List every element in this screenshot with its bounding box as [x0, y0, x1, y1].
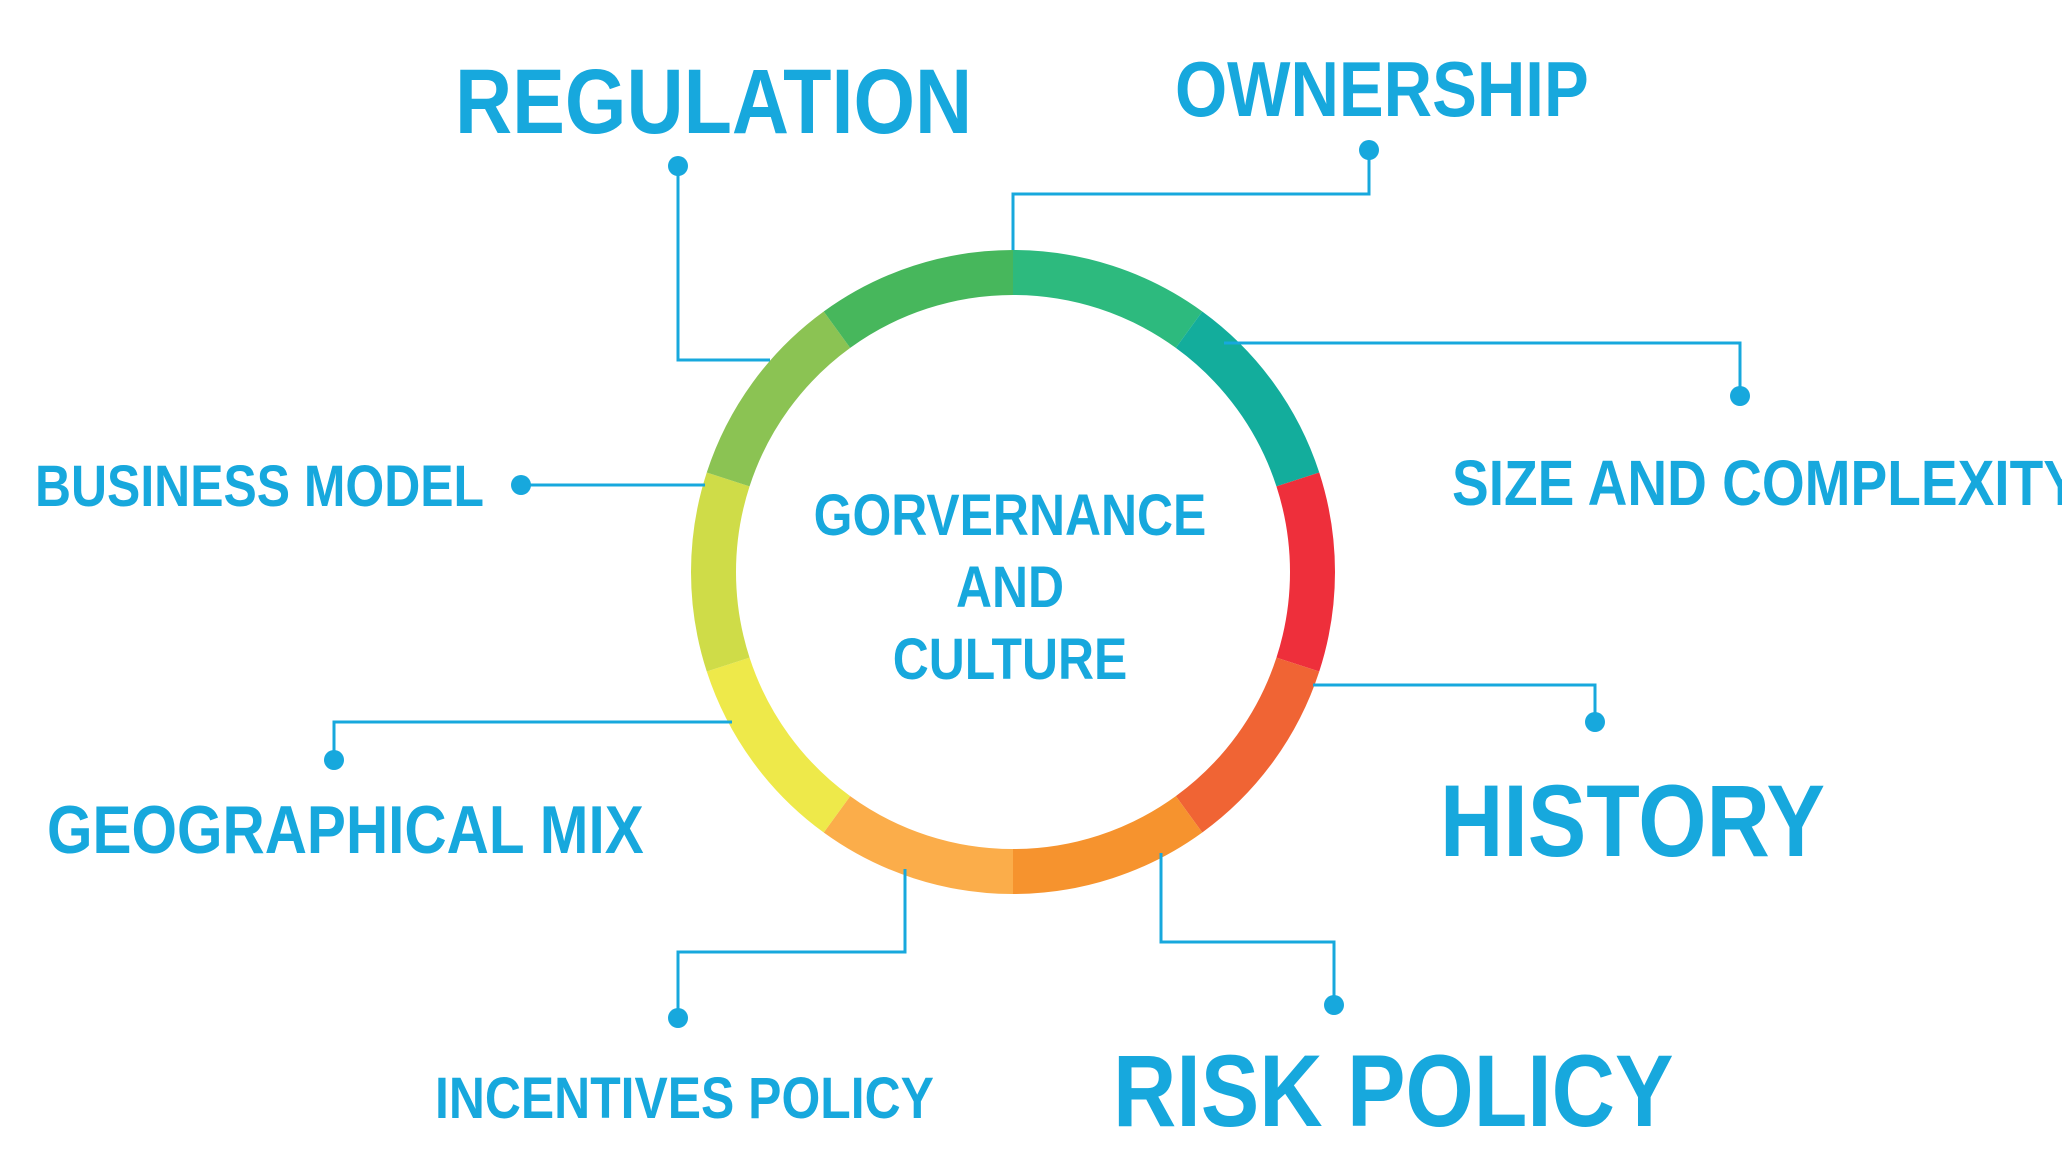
dot-risk-policy	[1324, 995, 1344, 1015]
ring-segment-5	[1013, 796, 1203, 894]
dot-size-and-complexity	[1730, 386, 1750, 406]
connector-geographical-mix	[332, 720, 732, 760]
ring-segment-4	[1175, 657, 1320, 833]
label-regulation: REGULATION	[455, 51, 973, 153]
dot-geographical-mix	[324, 750, 344, 770]
dot-incentives-policy	[668, 1008, 688, 1028]
dot-business-model	[511, 475, 531, 495]
ring-segment-10	[823, 250, 1013, 348]
label-geographical-mix: GEOGRAPHICAL MIX	[47, 792, 644, 868]
center-line-3: CULTURE	[892, 627, 1128, 692]
label-business-model: BUSINESS MODEL	[35, 454, 484, 519]
ring-segment-7	[706, 657, 851, 833]
label-size-and-complexity: SIZE AND COMPLEXITY	[1452, 447, 2062, 519]
label-ownership: OWNERSHIP	[1175, 45, 1589, 133]
label-history: HISTORY	[1440, 764, 1826, 878]
connector-history	[1313, 683, 1597, 722]
ring-segment-2	[1175, 311, 1320, 487]
center-line-2: AND	[955, 555, 1065, 620]
ring-segment-9	[706, 311, 851, 487]
label-incentives-policy: INCENTIVES POLICY	[435, 1066, 934, 1131]
connector-lines	[332, 150, 1742, 1018]
dot-ownership	[1359, 140, 1379, 160]
color-ring	[690, 250, 1336, 894]
ring-segment-8	[690, 472, 750, 672]
ring-segment-6	[823, 796, 1013, 894]
ring-segment-3	[1276, 472, 1336, 672]
connector-ownership	[1011, 150, 1371, 250]
dot-regulation	[668, 156, 688, 176]
center-title: GORVERNANCE AND CULTURE	[780, 480, 1240, 696]
connector-dots	[324, 140, 1750, 1028]
center-line-1: GORVERNANCE	[813, 483, 1207, 548]
connector-risk-policy	[1159, 853, 1336, 1005]
connector-incentives-policy	[676, 869, 907, 1018]
label-risk-policy: RISK POLICY	[1113, 1034, 1674, 1148]
connector-regulation	[676, 166, 770, 362]
dot-history	[1585, 712, 1605, 732]
ring-segment-1	[1013, 250, 1203, 348]
connector-size-and-complexity	[1224, 341, 1742, 396]
